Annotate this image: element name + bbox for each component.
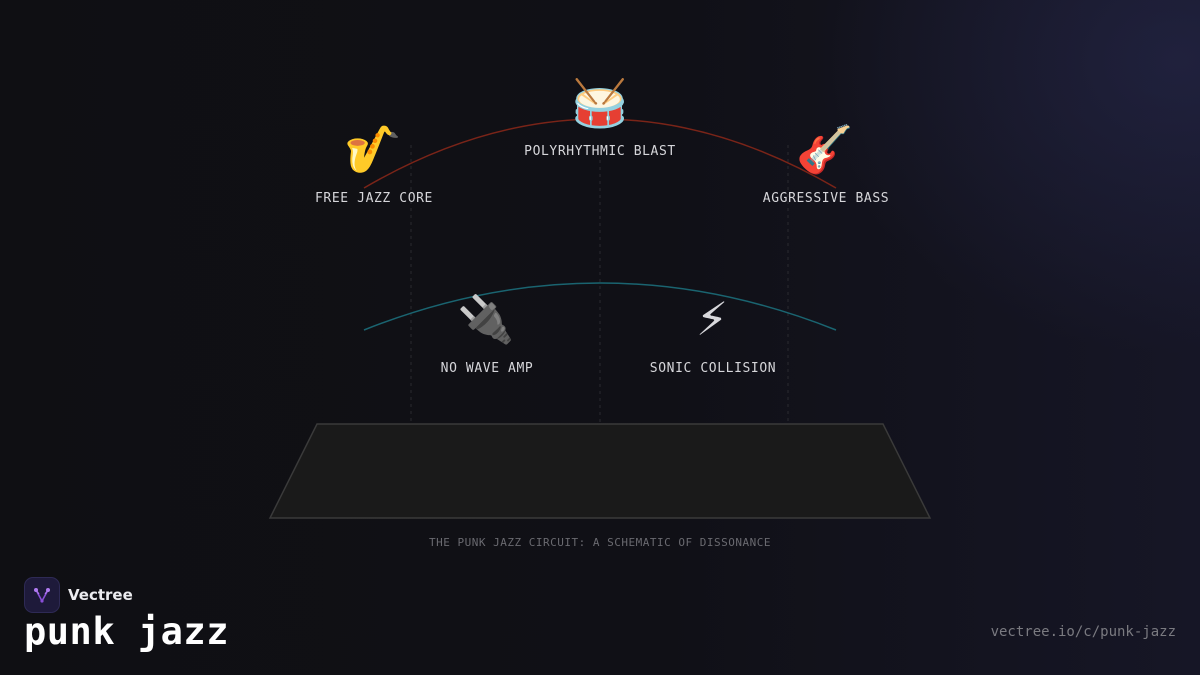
node-label-polyrhythmic-blast: POLYRHYTHMIC BLAST: [524, 144, 676, 159]
platform: [268, 423, 932, 519]
page-title: punk jazz: [24, 610, 229, 653]
page-url-link[interactable]: vectree.io/c/punk-jazz: [990, 624, 1176, 640]
node-label-no-wave-amp: NO WAVE AMP: [440, 361, 534, 376]
saxophone-icon: 🎷: [344, 122, 402, 176]
lower-arc: [363, 282, 837, 331]
node-label-sonic-collision: SONIC COLLISION: [649, 361, 777, 376]
brand[interactable]: Vectree: [24, 577, 133, 613]
upper-arc: [363, 118, 837, 189]
vectree-logo-icon: [24, 577, 60, 613]
node-label-aggressive-bass: AGGRESSIVE BASS: [762, 191, 890, 206]
guitar-icon: 🎸: [796, 122, 854, 176]
node-label-free-jazz-core: FREE JAZZ CORE: [315, 191, 433, 206]
brand-name: Vectree: [68, 586, 133, 604]
diagram-caption: THE PUNK JAZZ CIRCUIT: A SCHEMATIC OF DI…: [429, 536, 771, 549]
plug-icon: 🔌: [457, 292, 515, 346]
drum-icon: 🥁: [571, 76, 629, 130]
lightning-icon: ⚡: [695, 292, 729, 346]
